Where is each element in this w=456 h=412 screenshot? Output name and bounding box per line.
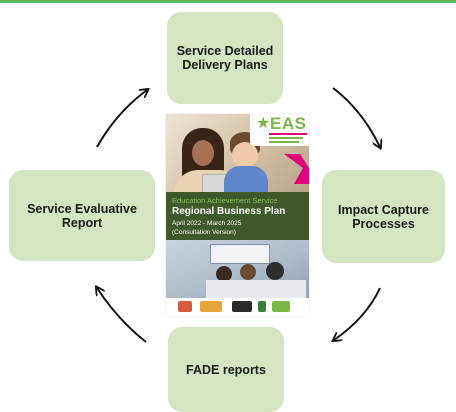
partner-logo (258, 301, 266, 312)
arrow-left-to-top (96, 90, 147, 148)
cycle-box-label: Service Evaluative Report (27, 201, 137, 230)
cover-service-name: Education Achievement Service (172, 196, 278, 205)
cover-dates: April 2022 - March 2025 (172, 220, 242, 227)
partner-logo (178, 301, 192, 312)
logo-rule (269, 133, 307, 135)
partner-logo (200, 301, 222, 312)
cycle-box-service-delivery-plans: Service Detailed Delivery Plans (167, 12, 283, 104)
cycle-box-label: FADE reports (186, 362, 266, 377)
pupils-row (206, 280, 306, 298)
cycle-box-impact-capture: Impact Capture Processes (322, 170, 445, 263)
pupil-head (240, 264, 256, 280)
cycle-box-fade-reports: FADE reports (168, 327, 284, 412)
cycle-box-service-evaluative-report: Service Evaluative Report (9, 170, 155, 261)
eas-logo-panel (250, 114, 309, 146)
teacher-face (192, 140, 214, 166)
cycle-box-label: Service Detailed Delivery Plans (176, 44, 274, 72)
business-plan-cover: ★ EAS Education Achievement Service Regi… (166, 114, 309, 316)
arrow-top-to-right (332, 87, 380, 147)
child-face (232, 142, 258, 168)
child-body (224, 166, 268, 196)
pupil-head (216, 266, 232, 282)
pupil-head (266, 262, 284, 280)
cover-version: (Consultation Version) (172, 229, 236, 236)
arrow-bottom-to-left (97, 288, 147, 343)
star-icon: ★ (256, 115, 271, 132)
arrow-right-to-bottom (334, 287, 381, 340)
eas-logo: EAS (270, 114, 307, 133)
top-accent-bar (0, 0, 456, 3)
cycle-box-label: Impact Capture Processes (338, 202, 429, 231)
classroom-screen (210, 244, 270, 264)
logo-rule (269, 141, 299, 143)
cover-title: Regional Business Plan (172, 206, 286, 217)
partner-logo (232, 301, 252, 312)
cover-title-band (166, 192, 309, 240)
logo-rule (269, 137, 303, 139)
partner-logo (272, 301, 290, 312)
